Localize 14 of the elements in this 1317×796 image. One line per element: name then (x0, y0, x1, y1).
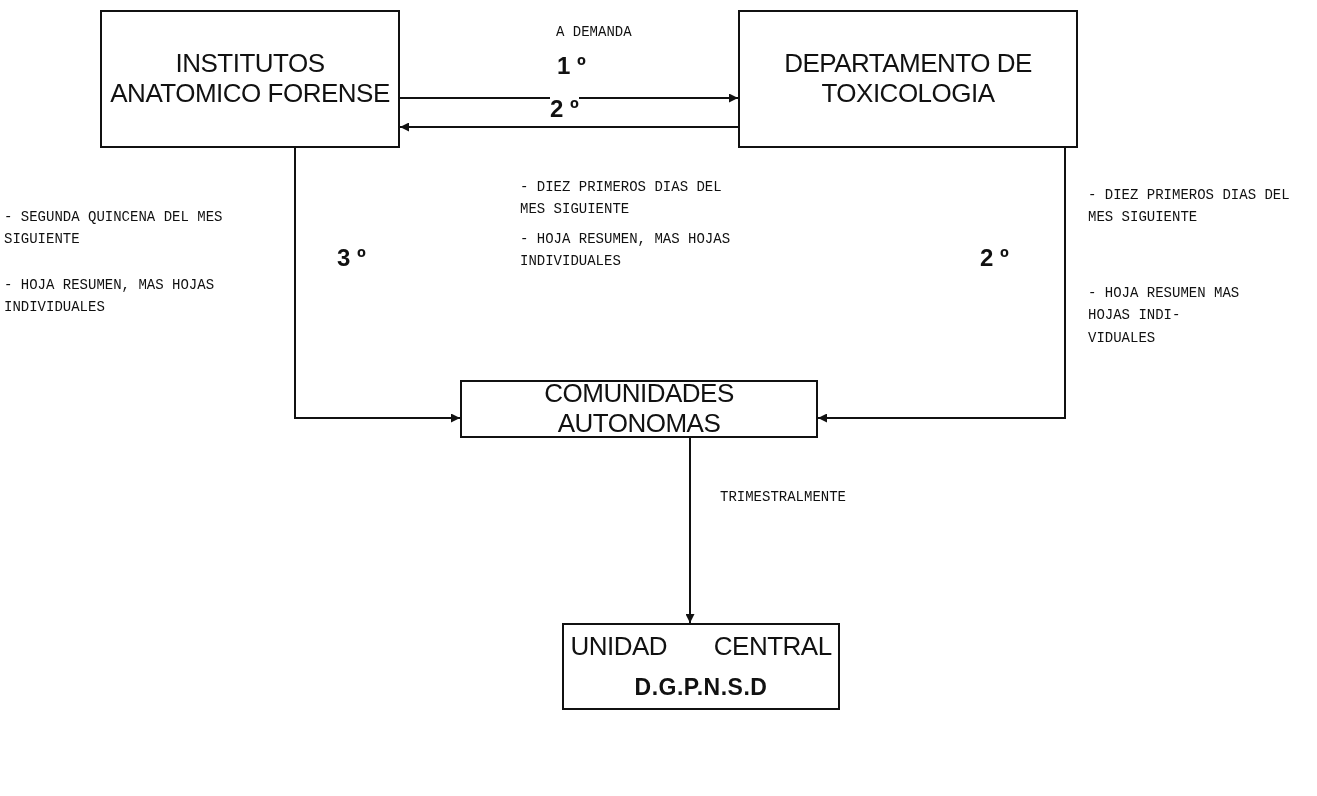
box-title: UNIDAD CENTRAL (570, 632, 832, 663)
box-title: COMUNIDADES AUTONOMAS (543, 379, 735, 439)
arrow (399, 93, 739, 103)
communities-box (460, 380, 818, 438)
arrow (294, 147, 461, 423)
arrow (399, 122, 739, 132)
institute-box (100, 10, 400, 148)
box-title: DEPARTAMENTO DE TOXICOLOGIA (783, 49, 1033, 109)
arrow (685, 437, 695, 624)
department-box (738, 10, 1078, 148)
central-unit-box (562, 623, 840, 710)
arrow (817, 147, 1066, 423)
box-subtitle: D.G.P.N.S.D (634, 674, 768, 701)
box-title: INSTITUTOS ANATOMICO FORENSE (109, 49, 391, 109)
